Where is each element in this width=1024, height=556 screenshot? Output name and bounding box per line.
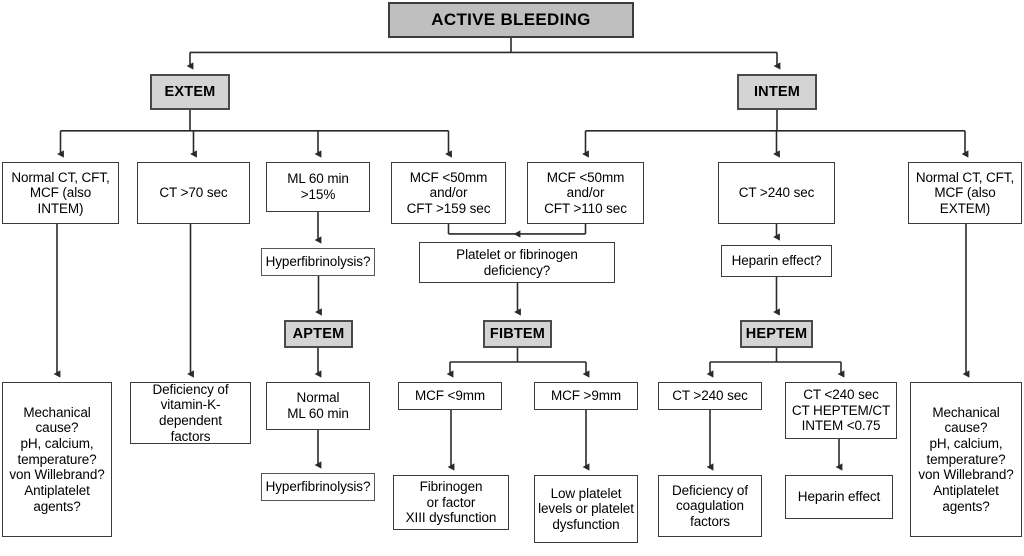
node-ct240less: CT <240 sec CT HEPTEM/CT INTEM <0.75: [785, 382, 897, 439]
node-ex3: ML 60 min >15%: [266, 162, 370, 212]
node-root: ACTIVE BLEEDING: [388, 2, 634, 38]
node-hyper1: Hyperfibrinolysis?: [261, 248, 375, 276]
node-in3: Normal CT, CFT, MCF (also EXTEM): [908, 162, 1022, 224]
node-mech_left: Mechanical cause? pH, calcium, temperatu…: [2, 382, 112, 537]
node-fibtem: FIBTEM: [483, 320, 552, 348]
node-in1: MCF <50mm and/or CFT >110 sec: [527, 162, 644, 224]
node-platfib: Platelet or fibrinogen deficiency?: [419, 242, 615, 283]
node-extem: EXTEM: [150, 74, 230, 110]
node-ex2: CT >70 sec: [137, 162, 250, 224]
node-ct240more: CT >240 sec: [658, 382, 762, 410]
node-ex4: MCF <50mm and/or CFT >159 sec: [391, 162, 506, 224]
node-hyper2: Hyperfibrinolysis?: [261, 473, 375, 501]
node-heparinq: Heparin effect?: [721, 245, 832, 277]
node-fibrinogen: Fibrinogen or factor XIII dysfunction: [393, 475, 509, 530]
node-lowplatelet: Low platelet levels or platelet dysfunct…: [534, 475, 638, 543]
node-aptem: APTEM: [284, 320, 353, 348]
node-mech_right: Mechanical cause? pH, calcium, temperatu…: [910, 382, 1022, 537]
node-normalml: Normal ML 60 min: [266, 382, 370, 430]
node-intem: INTEM: [737, 74, 817, 110]
node-mcf9more: MCF >9mm: [534, 382, 638, 410]
node-ex1: Normal CT, CFT, MCF (also INTEM): [2, 162, 119, 224]
node-vitk: Deficiency of vitamin-K-dependent factor…: [130, 382, 251, 444]
node-mcf9less: MCF <9mm: [398, 382, 502, 410]
node-in2: CT >240 sec: [718, 162, 835, 224]
node-defcoag: Deficiency of coagulation factors: [658, 475, 762, 537]
node-heparineffect: Heparin effect: [785, 475, 893, 519]
node-heptem: HEPTEM: [740, 320, 813, 348]
